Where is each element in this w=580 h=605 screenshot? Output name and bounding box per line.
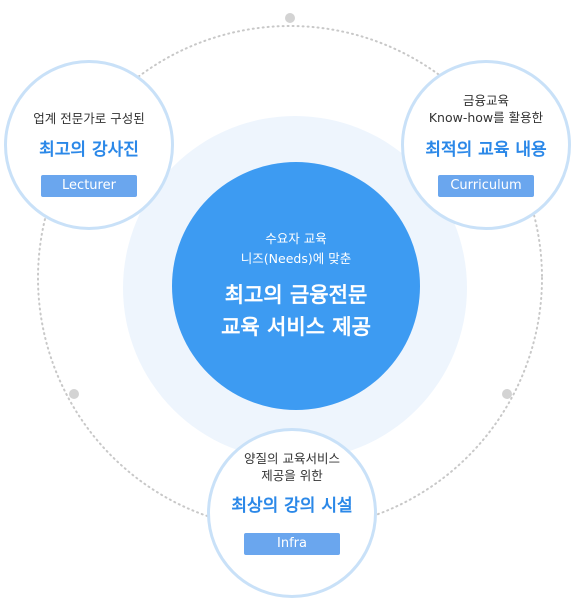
- lecturer-circle: 업계 전문가로 구성된 최고의 강사진 Lecturer: [4, 60, 174, 230]
- infra-circle: 양질의 교육서비스 제공을 위한 최상의 강의 시설 Infra: [207, 428, 377, 598]
- curriculum-button[interactable]: Curriculum: [438, 175, 534, 197]
- orbit-dot-right: [502, 389, 512, 399]
- infra-button[interactable]: Infra: [244, 533, 340, 555]
- infra-subtitle-line2: 제공을 위한: [261, 468, 323, 483]
- center-title-line2: 교육 서비스 제공: [221, 315, 371, 339]
- infra-subtitle: 양질의 교육서비스 제공을 위한: [210, 450, 374, 484]
- lecturer-subtitle: 업계 전문가로 구성된: [33, 111, 145, 126]
- orbit-dot-left: [69, 389, 79, 399]
- curriculum-subtitle-line2: Know-how를 활용한: [428, 110, 544, 125]
- orbit-dot-top: [285, 13, 295, 23]
- center-circle: 수요자 교육 니즈(Needs)에 맞춘 최고의 금융전문 교육 서비스 제공: [172, 162, 420, 410]
- center-subtitle-line2: 니즈(Needs)에 맞춘: [240, 251, 352, 266]
- lecturer-title: 최고의 강사진: [39, 140, 139, 160]
- lecturer-button[interactable]: Lecturer: [41, 175, 137, 197]
- center-subtitle-line1: 수요자 교육: [265, 231, 327, 246]
- infra-title: 최상의 강의 시설: [231, 496, 353, 516]
- curriculum-subtitle-line1: 금융교육: [462, 93, 509, 108]
- curriculum-subtitle: 금융교육 Know-how를 활용한: [404, 92, 568, 126]
- infra-subtitle-line1: 양질의 교육서비스: [244, 451, 340, 466]
- center-title: 최고의 금융전문 교육 서비스 제공: [221, 279, 371, 343]
- center-title-line1: 최고의 금융전문: [224, 283, 368, 307]
- curriculum-title: 최적의 교육 내용: [425, 140, 547, 160]
- curriculum-circle: 금융교육 Know-how를 활용한 최적의 교육 내용 Curriculum: [401, 60, 571, 230]
